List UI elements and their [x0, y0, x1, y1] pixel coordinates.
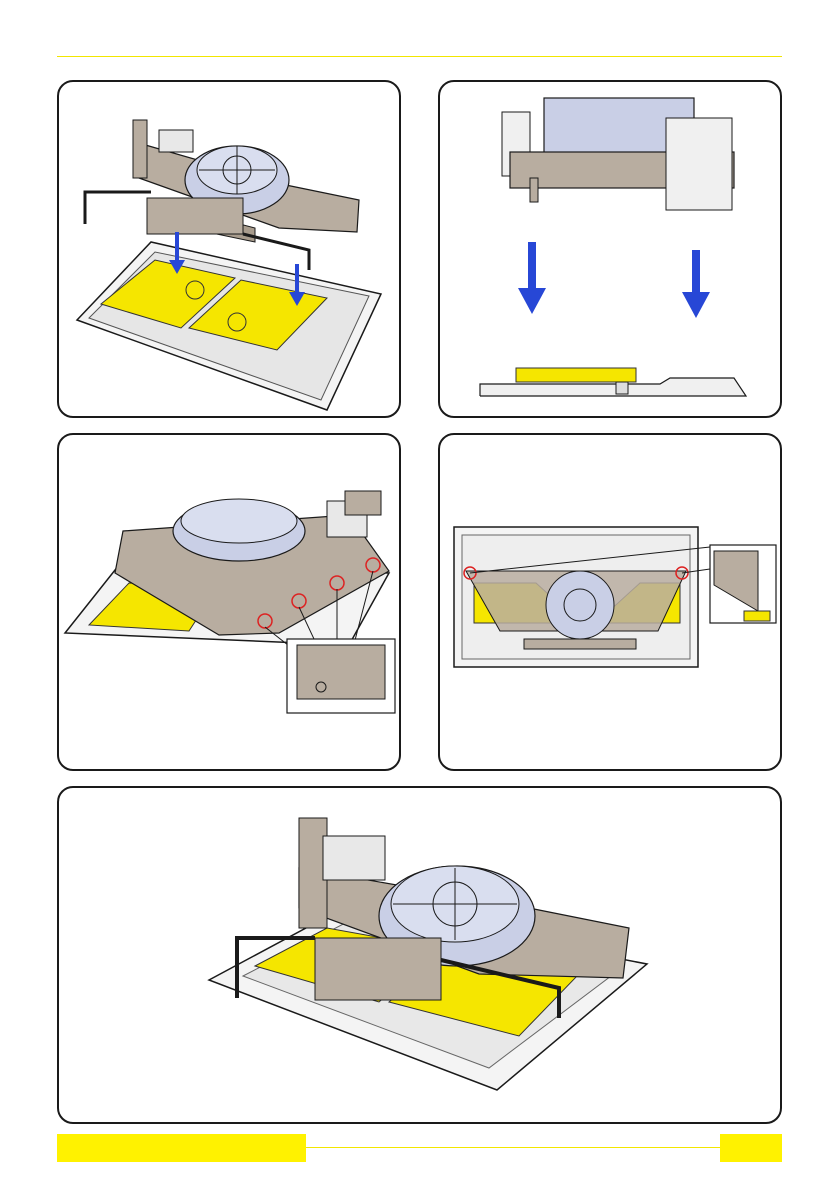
assembly-lowering-drawing: [59, 82, 401, 418]
arrow-down-icon: [682, 250, 710, 318]
page-footer: [57, 1134, 782, 1162]
figure-panel-final-assembly: [57, 786, 782, 1124]
figure-panel-top-view: [438, 433, 782, 771]
screw-points-drawing: [59, 435, 401, 771]
header-rule: [57, 56, 782, 57]
figure-panel-screw-points: [57, 433, 401, 771]
final-assembly-drawing: [59, 788, 782, 1124]
side-view-drawing: [440, 82, 782, 418]
detail-inset: [287, 639, 395, 713]
top-view-drawing: [440, 435, 782, 771]
figure-panel-assembly-lowering: [57, 80, 401, 418]
detail-inset: [710, 545, 776, 623]
arrow-down-icon: [518, 242, 546, 314]
page-number: [720, 1134, 782, 1162]
figure-panel-side-view: [438, 80, 782, 418]
footer-left-bar: [57, 1134, 306, 1162]
